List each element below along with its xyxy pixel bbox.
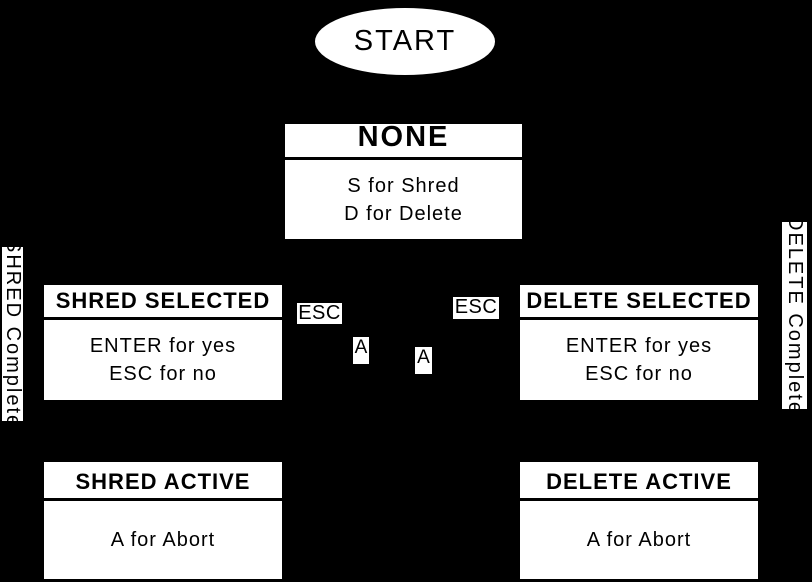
state-body-line: A for Abort: [586, 529, 692, 551]
state-body-line: ESC for no: [585, 363, 693, 385]
state-node-delete-active: DELETE ACTIVE A for Abort: [520, 462, 758, 579]
state-body-delete-selected: ENTER for yes ESC for no: [520, 320, 758, 400]
state-body-line: A for Abort: [110, 529, 216, 551]
start-node: START: [315, 8, 495, 75]
edge-label-shred-complete: SHRED Complete: [2, 247, 23, 421]
state-node-shred-selected: SHRED SELECTED ENTER for yes ESC for no: [44, 285, 282, 400]
edge-label-esc-right: ESC: [453, 297, 499, 319]
state-title-shred-selected: SHRED SELECTED: [44, 285, 282, 320]
state-node-none: NONE S for Shred D for Delete: [285, 121, 522, 239]
state-body-line: S for Shred: [347, 174, 460, 197]
state-body-line: ENTER for yes: [89, 335, 237, 357]
start-label: START: [353, 25, 457, 57]
state-title-shred-active: SHRED ACTIVE: [44, 462, 282, 501]
state-title-delete-active: DELETE ACTIVE: [520, 462, 758, 501]
state-title-none: NONE: [285, 121, 522, 160]
state-body-none: S for Shred D for Delete: [285, 160, 522, 239]
state-body-delete-active: A for Abort: [520, 501, 758, 579]
state-body-line: ENTER for yes: [565, 335, 713, 357]
edge-label-abort-right: A: [415, 347, 432, 374]
edge-label-abort-left: A: [353, 337, 369, 364]
edge-label-esc-left: ESC: [297, 303, 342, 324]
state-body-line: D for Delete: [344, 202, 463, 225]
edge-label-delete-complete: DELETE Complete: [782, 222, 807, 409]
state-title-delete-selected: DELETE SELECTED: [520, 285, 758, 320]
state-body-shred-active: A for Abort: [44, 501, 282, 579]
state-body-shred-selected: ENTER for yes ESC for no: [44, 320, 282, 400]
state-node-shred-active: SHRED ACTIVE A for Abort: [44, 462, 282, 579]
state-body-line: ESC for no: [109, 363, 217, 385]
state-node-delete-selected: DELETE SELECTED ENTER for yes ESC for no: [520, 285, 758, 400]
